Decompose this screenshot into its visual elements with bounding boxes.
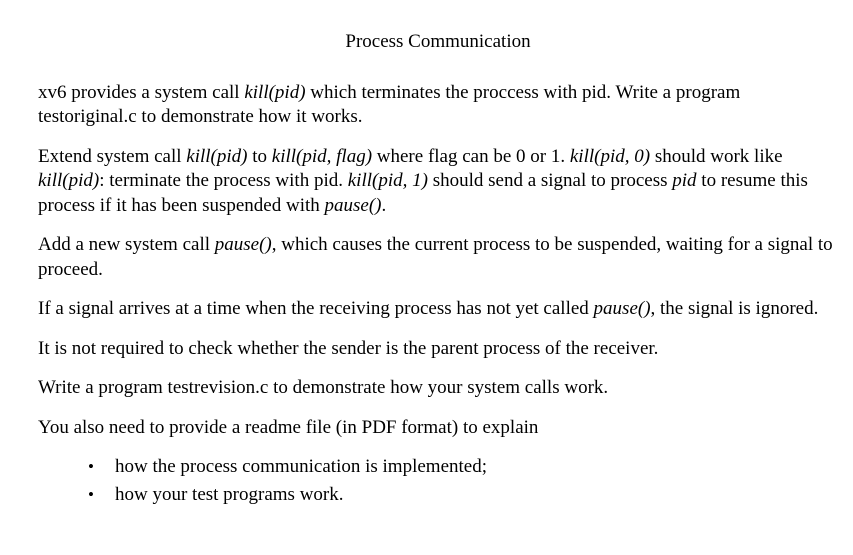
list-item: • how the process communication is imple…	[88, 455, 838, 480]
italic-term: kill(pid, 0)	[569, 145, 651, 167]
italic-term: pause()	[324, 194, 382, 216]
text-run: You also need to provide a readme file (…	[38, 416, 539, 438]
bullet-text: how the process communication is impleme…	[115, 456, 488, 477]
bullet-icon: •	[88, 457, 94, 476]
text-run: .	[381, 194, 387, 216]
text-run: should work like	[650, 145, 783, 167]
italic-term: kill(pid, flag)	[271, 145, 373, 167]
bullet-icon: •	[88, 484, 94, 504]
text-run: should send a signal to process	[427, 170, 673, 191]
italic-term: pause()	[593, 298, 651, 319]
italic-term: pid	[672, 170, 697, 191]
paragraph-signal-ignored: If a signal arrives at a time when the r…	[38, 297, 838, 322]
list-item: • how your test programs work.	[88, 483, 838, 508]
bullet-text: how your test programs work.	[115, 483, 344, 505]
text-run: , the signal is ignored.	[650, 298, 819, 319]
italic-term: pause()	[214, 234, 272, 255]
text-run: , which causes the current process to be…	[38, 234, 833, 280]
paragraph-add-pause: Add a new system call pause(), which cau…	[38, 233, 838, 282]
text-run: to resume this process if it has been su…	[38, 170, 808, 216]
text-run: Write a program testrevision.c to demons…	[38, 377, 609, 398]
text-run: xv6 provides a system call	[38, 81, 245, 103]
page-title: Process Communication	[345, 31, 531, 52]
text-run: It is not required to check whether the …	[38, 337, 659, 359]
italic-term: kill(pid)	[186, 145, 248, 167]
paragraph-testrevision: Write a program testrevision.c to demons…	[38, 376, 838, 401]
text-run: which terminates the proccess with pid. …	[38, 81, 741, 128]
text-run: : terminate the process with pid.	[99, 170, 348, 191]
text-run: where flag can be 0 or 1.	[372, 145, 570, 167]
text-run: Add a new system call	[38, 234, 215, 255]
paragraph-readme: You also need to provide a readme file (…	[38, 416, 838, 441]
paragraph-extend-kill: Extend system call kill(pid) to kill(pid…	[38, 145, 838, 219]
bullet-list: • how the process communication is imple…	[38, 455, 838, 507]
paragraph-not-required: It is not required to check whether the …	[38, 337, 838, 362]
paragraph-intro-kill: xv6 provides a system call kill(pid) whi…	[38, 81, 838, 130]
text-run: Extend system call	[38, 145, 187, 167]
italic-term: kill(pid)	[38, 170, 100, 191]
text-run: If a signal arrives at a time when the r…	[38, 298, 594, 319]
italic-term: kill(pid, 1)	[347, 170, 428, 191]
italic-term: kill(pid)	[244, 81, 306, 103]
text-run: to	[247, 145, 272, 167]
